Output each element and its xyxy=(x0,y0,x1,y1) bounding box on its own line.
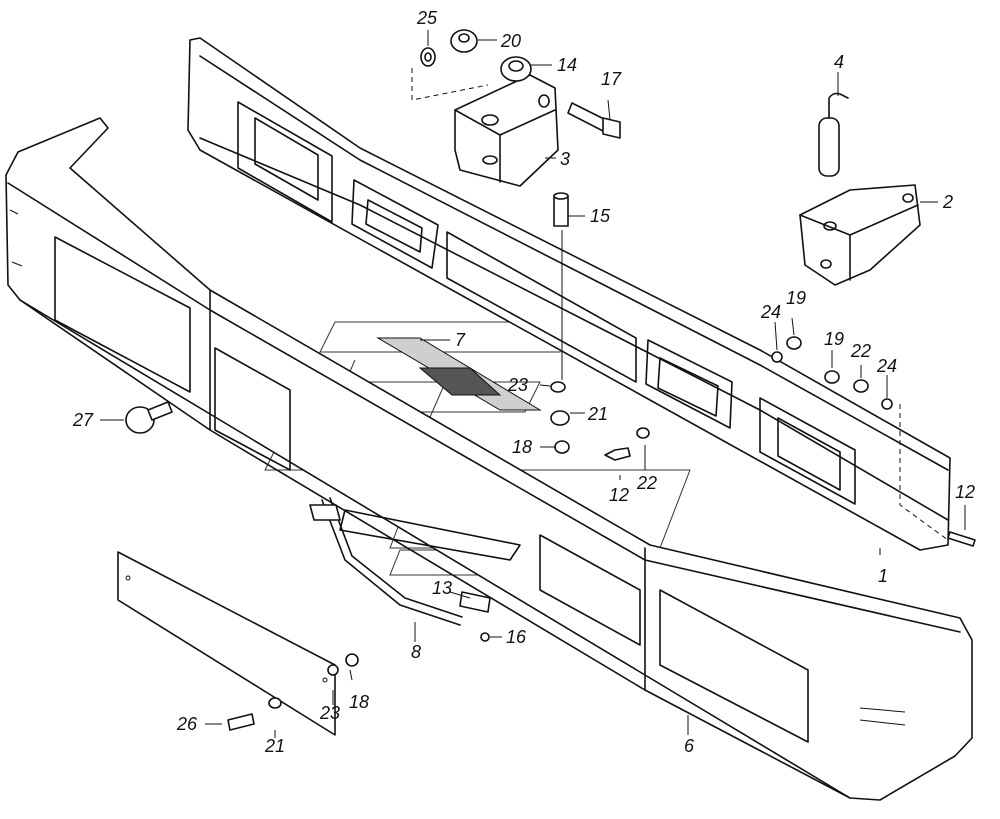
label-18a: 18 xyxy=(512,437,532,457)
nut-part-14 xyxy=(500,56,532,82)
label-25: 25 xyxy=(416,8,438,28)
label-21b: 21 xyxy=(264,736,285,756)
label-3: 3 xyxy=(560,149,570,169)
label-12b: 12 xyxy=(955,482,975,502)
label-1: 1 xyxy=(878,566,888,586)
bolt-part-17 xyxy=(567,102,621,139)
label-27: 27 xyxy=(72,410,94,430)
bracket-part-3 xyxy=(454,74,559,187)
label-23b: 23 xyxy=(319,703,340,723)
label-12a: 12 xyxy=(609,485,629,505)
bumper-beam-part-1 xyxy=(187,37,951,551)
pin-part-4 xyxy=(818,92,849,177)
nut-part-20 xyxy=(450,29,478,53)
label-20: 20 xyxy=(500,31,521,51)
label-4: 4 xyxy=(834,52,844,72)
label-18b: 18 xyxy=(349,692,369,712)
label-2: 2 xyxy=(942,192,953,212)
label-22b: 22 xyxy=(850,341,871,361)
callout-labels: 1 2 3 4 6 7 8 12 12 13 14 15 16 17 18 18… xyxy=(72,8,975,756)
label-17: 17 xyxy=(601,69,622,89)
label-7: 7 xyxy=(455,330,466,350)
mesh-part-7 xyxy=(376,337,542,411)
washer-part-25 xyxy=(420,47,436,67)
label-8: 8 xyxy=(411,642,421,662)
license-plate xyxy=(117,551,336,736)
label-19a: 19 xyxy=(786,288,806,308)
label-23a: 23 xyxy=(507,375,528,395)
bracket-part-2 xyxy=(799,184,921,286)
bolt-part-27 xyxy=(125,401,173,434)
label-13: 13 xyxy=(432,578,452,598)
label-14: 14 xyxy=(557,55,577,75)
label-6: 6 xyxy=(684,736,695,756)
label-19b: 19 xyxy=(824,329,844,349)
label-24a: 24 xyxy=(760,302,781,322)
label-22a: 22 xyxy=(636,473,657,493)
leader-lines xyxy=(100,30,966,738)
label-26: 26 xyxy=(176,714,198,734)
label-16: 16 xyxy=(506,627,527,647)
label-21a: 21 xyxy=(587,404,608,424)
small-fasteners xyxy=(227,336,976,731)
label-15: 15 xyxy=(590,206,611,226)
bolt-part-15 xyxy=(553,192,569,227)
bumper-cover-part-6 xyxy=(5,117,973,801)
label-24b: 24 xyxy=(876,356,897,376)
